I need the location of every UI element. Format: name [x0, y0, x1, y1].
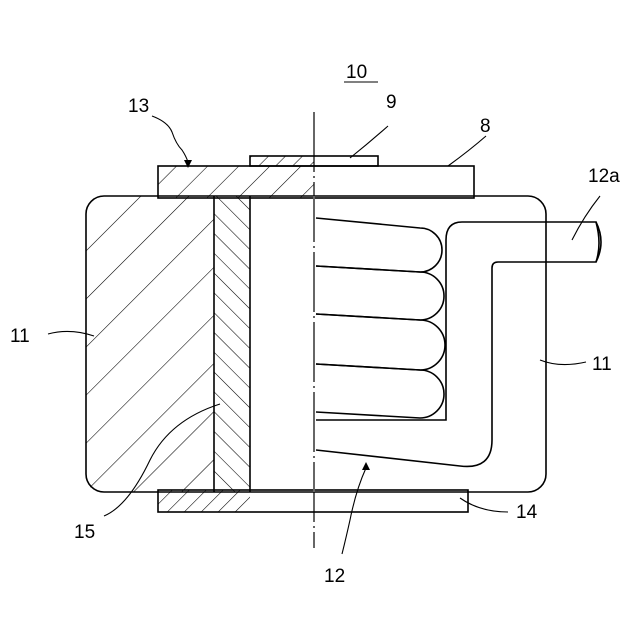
- label-assembly: 10: [346, 62, 367, 83]
- label-terminal-plate: 9: [386, 92, 397, 113]
- top-plate: [158, 166, 474, 198]
- label-core-right: 11: [592, 354, 612, 375]
- label-sleeve: 15: [74, 522, 95, 543]
- sleeve: [214, 196, 250, 492]
- bottom-plate: [158, 490, 468, 512]
- label-bottom-plate: 14: [516, 502, 538, 523]
- label-lead: 12a: [588, 166, 620, 187]
- label-top-part: 13: [128, 96, 149, 117]
- label-coil: 12: [324, 566, 345, 587]
- core-left-section: [86, 196, 214, 492]
- coil-lead: [316, 222, 601, 466]
- label-top-plate: 8: [480, 116, 491, 137]
- coil-windings: [316, 218, 445, 418]
- label-core-left: 11: [10, 326, 30, 347]
